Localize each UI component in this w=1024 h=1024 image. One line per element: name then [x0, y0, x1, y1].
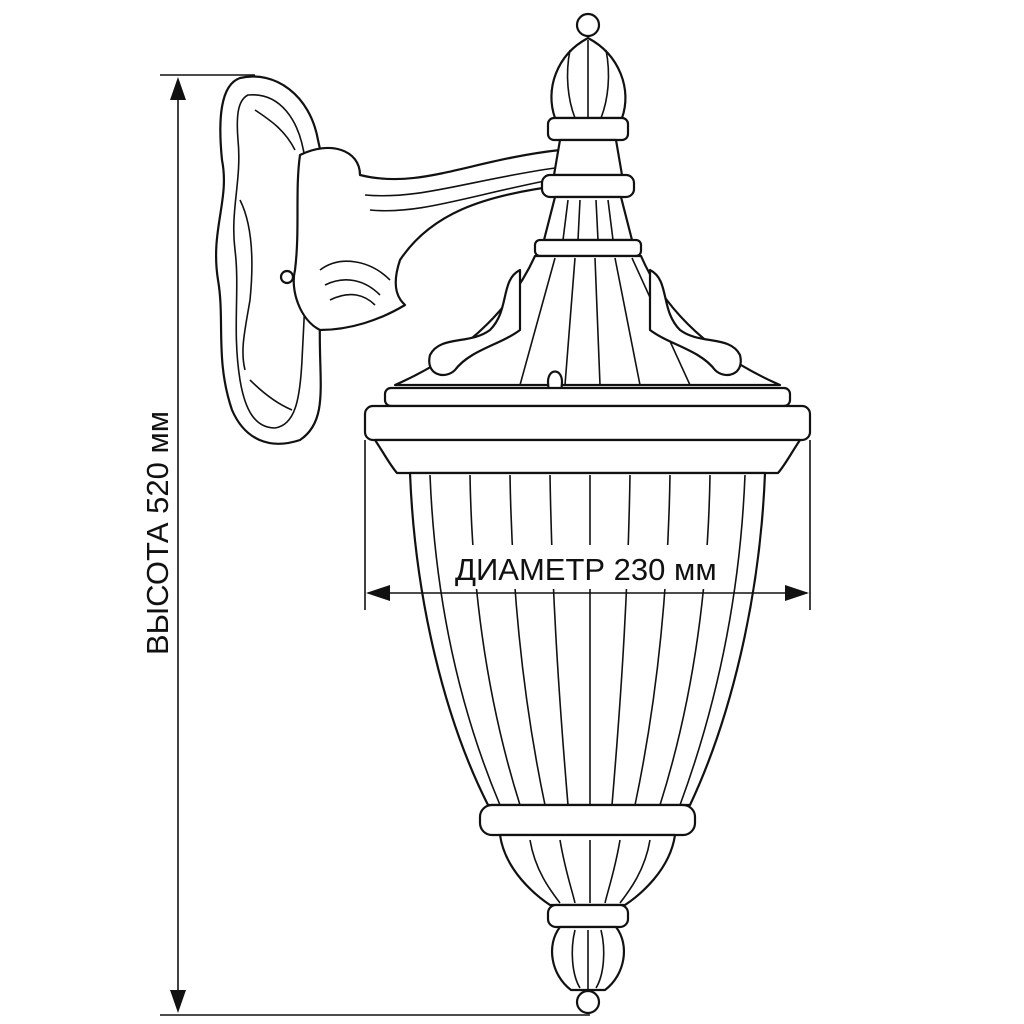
lamp-bottom — [478, 803, 697, 1015]
diameter-dimension: ДИАМЕТР 230 мм — [364, 440, 811, 610]
lamp-rim — [363, 386, 812, 475]
diameter-label: ДИАМЕТР 230 мм — [455, 552, 717, 587]
height-dimension: ВЫСОТА 520 мм — [140, 74, 590, 1016]
lamp-top — [533, 12, 643, 258]
diameter-label-background — [448, 545, 730, 589]
wall-bracket — [214, 75, 567, 445]
lamp-glass — [408, 471, 767, 807]
lamp-canopy — [393, 254, 782, 410]
height-label: ВЫСОТА 520 мм — [140, 411, 175, 655]
